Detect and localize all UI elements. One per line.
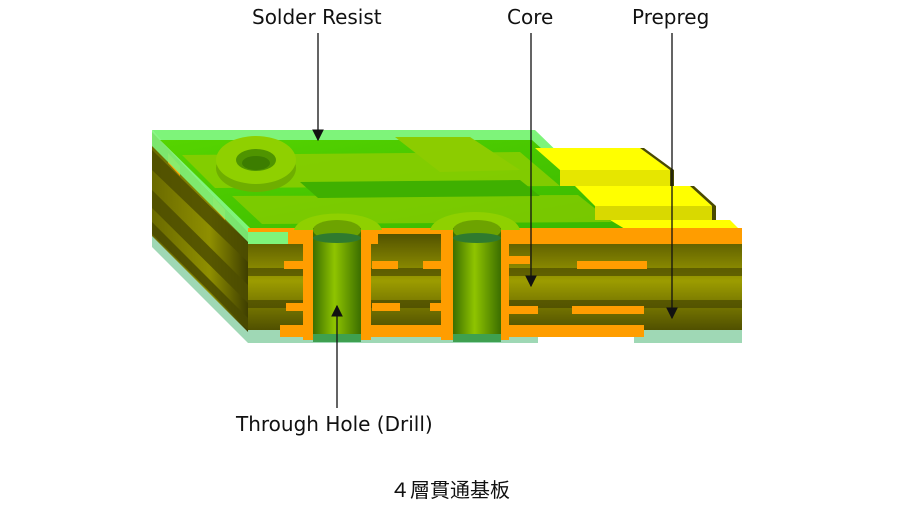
solder-resist-top — [152, 130, 640, 232]
diagram-caption: ４層貫通基板 — [390, 478, 510, 502]
leader-lines — [312, 33, 678, 408]
via-2 — [430, 212, 520, 342]
left-face — [152, 130, 248, 343]
core-label: Core — [507, 5, 554, 29]
prepreg-label: Prepreg — [632, 5, 710, 29]
prepreg-steps — [535, 148, 742, 232]
through-hole-label: Through Hole (Drill) — [236, 412, 433, 436]
solder-resist-label: Solder Resist — [252, 5, 382, 29]
